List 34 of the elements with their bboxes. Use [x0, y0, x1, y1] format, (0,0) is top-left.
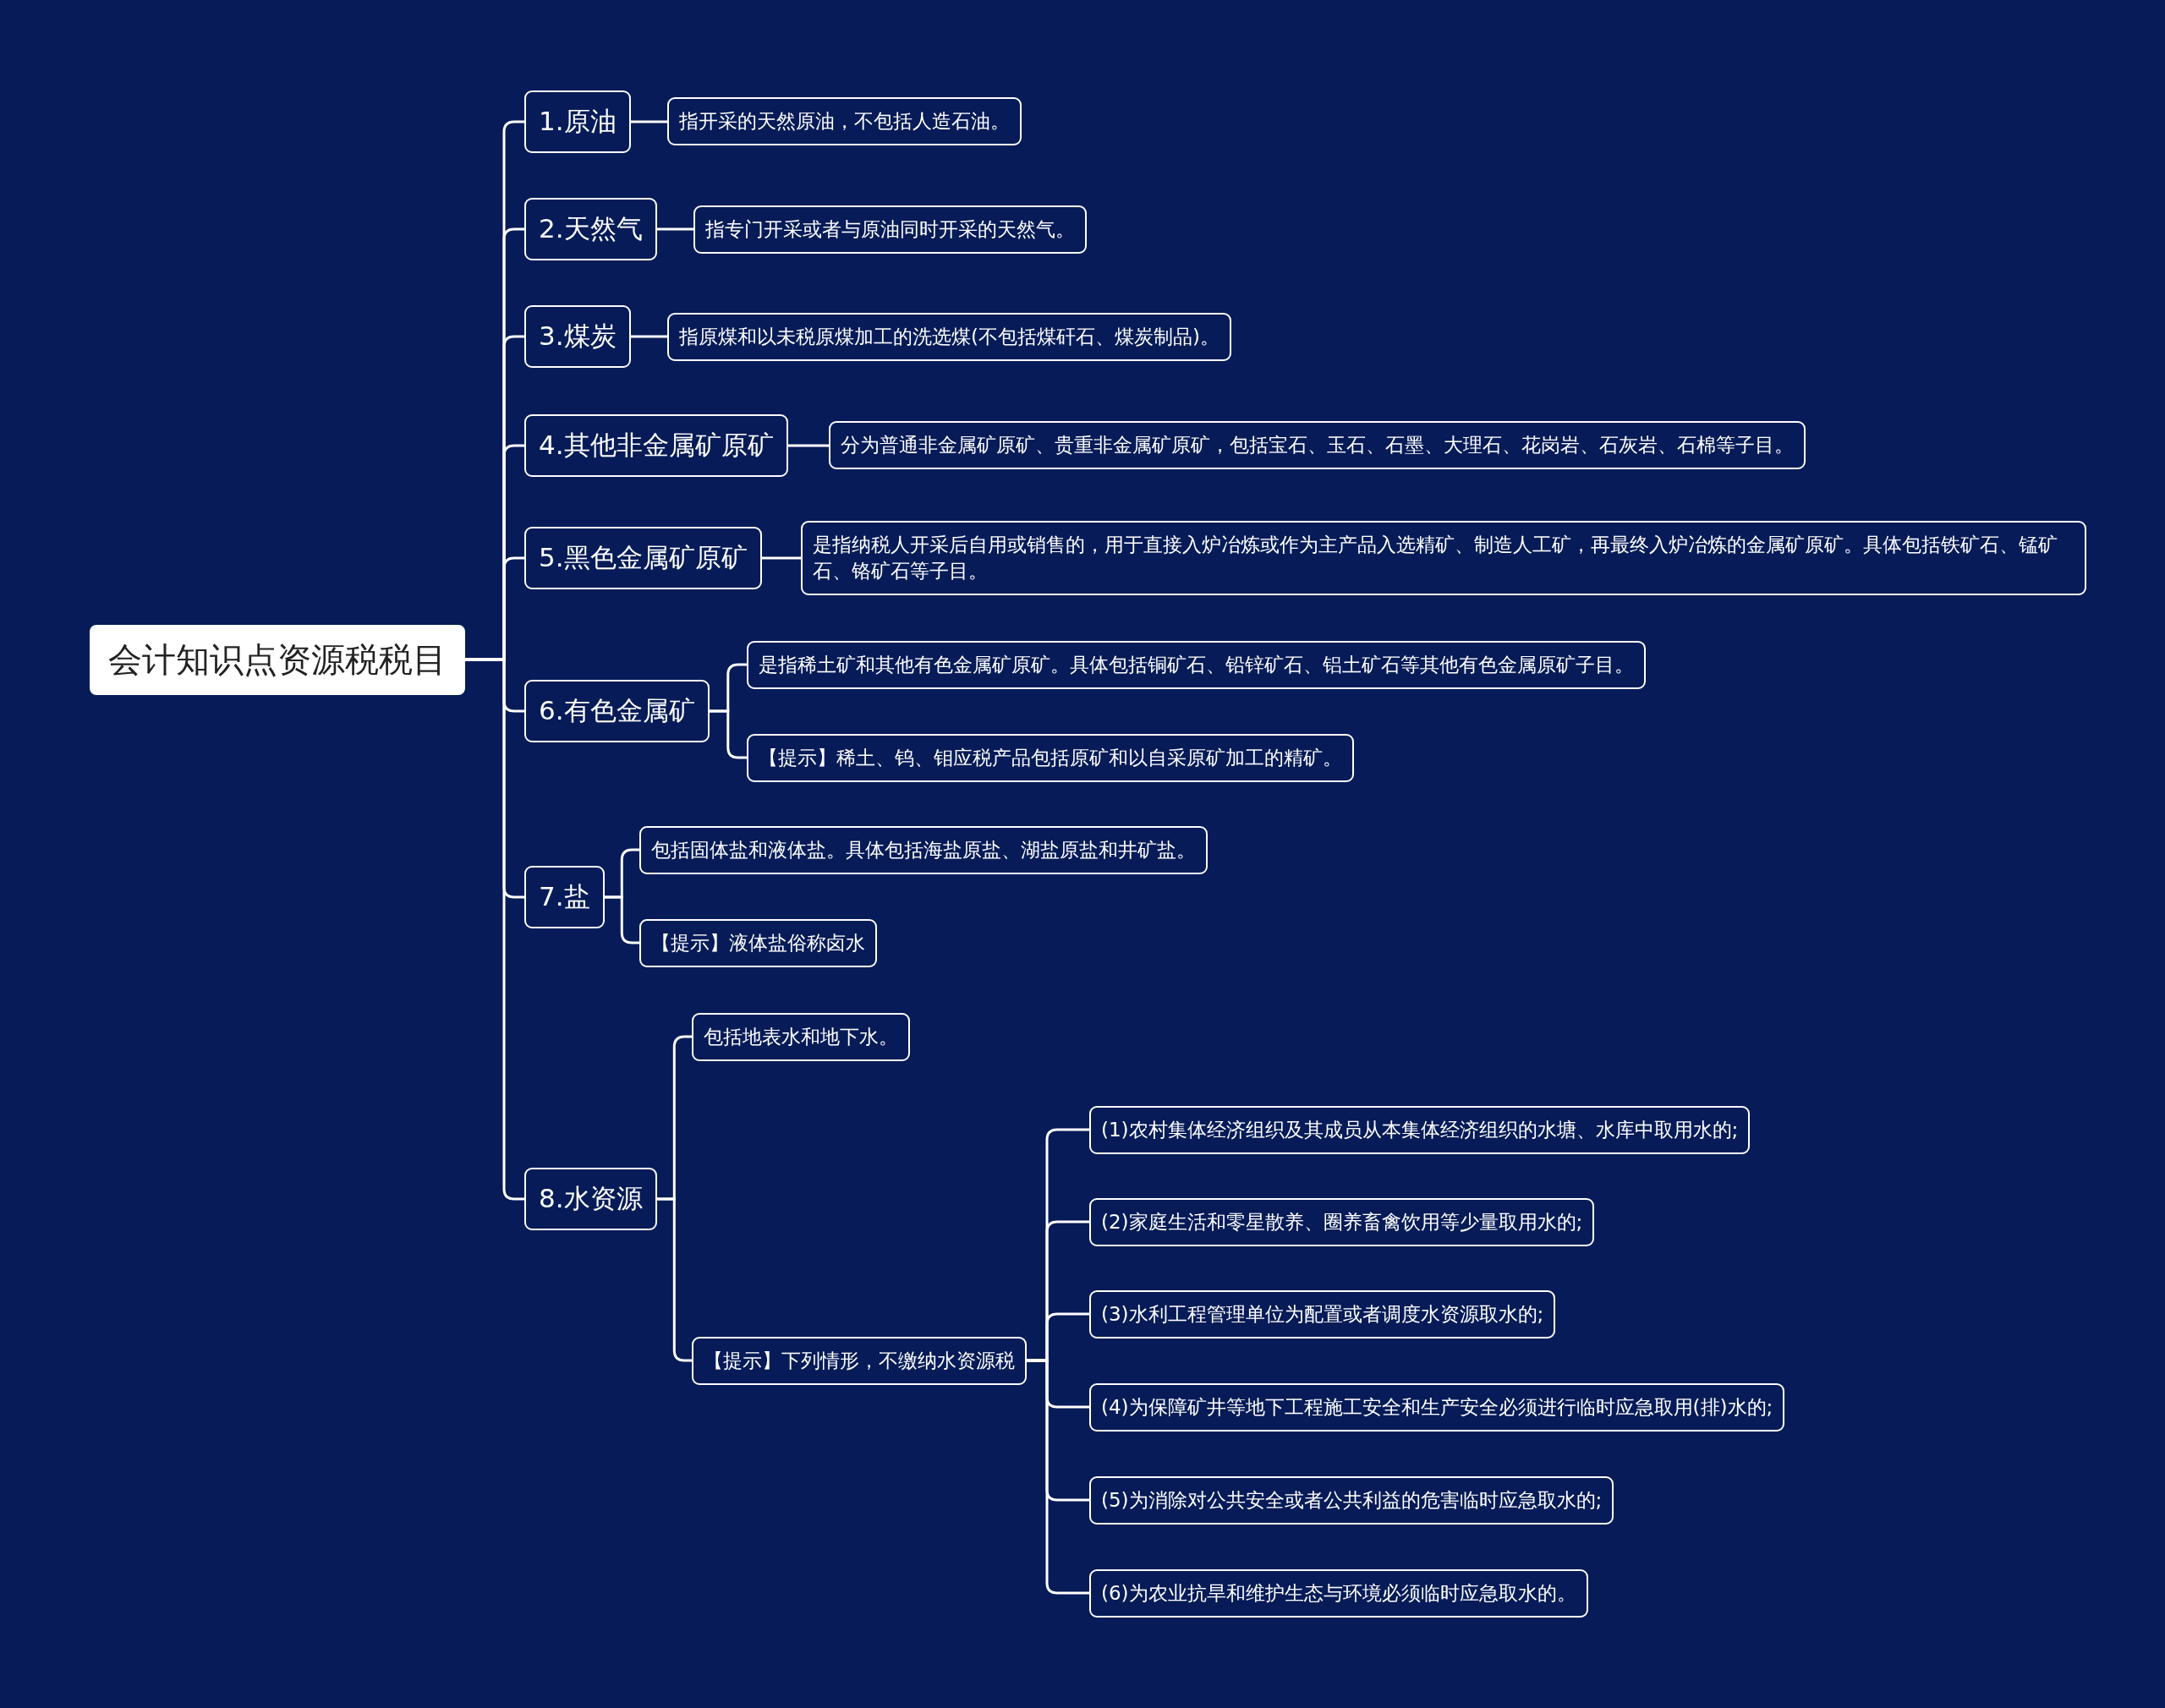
- detail-box: 分为普通非金属矿原矿、贵重非金属矿原矿，包括宝石、玉石、石墨、大理石、花岗岩、石灰岩、石棉等子目。: [829, 420, 1806, 469]
- connector-line: [709, 709, 747, 759]
- branch-topic: 8.水资源: [524, 1168, 657, 1230]
- connector-line: [604, 895, 639, 944]
- detail-box: (6)为农业抗旱和维护生态与环境必须临时应急取水的。: [1089, 1568, 1588, 1618]
- detail-box: 【提示】液体盐俗称卤水: [639, 918, 877, 967]
- detail-box: 包括固体盐和液体盐。具体包括海盐原盐、湖盐原盐和井矿盐。: [639, 825, 1208, 874]
- detail-box: (3)水利工程管理单位为配置或者调度水资源取水的;: [1089, 1289, 1556, 1338]
- branch-topic: 6.有色金属矿: [524, 680, 710, 742]
- detail-box: 是指稀土矿和其他有色金属矿原矿。具体包括铜矿石、铅锌矿石、铝土矿石等其他有色金属原矿子目。: [747, 640, 1646, 689]
- branch-topic: 2.天然气: [524, 198, 657, 260]
- connector-line: [761, 556, 801, 560]
- detail-box: 指原煤和以未税原煤加工的洗选煤(不包括煤矸石、煤炭制品)。: [667, 312, 1231, 361]
- detail-box: (4)为保障矿井等地下工程施工安全和生产安全必须进行临时应急取用(排)水的;: [1089, 1382, 1785, 1432]
- branch-topic: 5.黑色金属矿原矿: [524, 527, 762, 589]
- branch-topic: 3.煤炭: [524, 305, 631, 368]
- root-topic: 会计知识点资源税税目: [90, 624, 465, 695]
- branch-topic: 1.原油: [524, 90, 631, 153]
- detail-box: (1)农村集体经济组织及其成员从本集体经济组织的水塘、水库中取用水的;: [1089, 1105, 1751, 1154]
- connector-line: [656, 227, 693, 231]
- detail-box: (2)家庭生活和零星散养、圈养畜禽饮用等少量取用水的;: [1089, 1197, 1595, 1246]
- connector-line: [630, 335, 667, 338]
- detail-box: 包括地表水和地下水。: [692, 1012, 910, 1061]
- detail-box: 【提示】稀土、钨、钼应税产品包括原矿和以自采原矿加工的精矿。: [747, 733, 1354, 782]
- connector-line: [656, 1197, 692, 1362]
- detail-box: (5)为消除对公共安全或者公共利益的危害临时应急取水的;: [1089, 1475, 1614, 1525]
- connector-line: [630, 120, 667, 123]
- detail-box: 【提示】下列情形，不缴纳水资源税: [692, 1336, 1027, 1385]
- detail-box: 是指纳税人开采后自用或销售的，用于直接入炉冶炼或作为主产品入选精矿、制造人工矿，再最终入炉冶炼的金属矿原矿。具体包括铁矿石、锰矿石、铬矿石等子目。: [801, 521, 2086, 596]
- connector-line: [787, 444, 829, 447]
- detail-box: 指开采的天然原油，不包括人造石油。: [667, 96, 1022, 145]
- branch-topic: 7.盐: [524, 866, 605, 928]
- branch-topic: 4.其他非金属矿原矿: [524, 414, 788, 477]
- detail-box: 指专门开采或者与原油同时开采的天然气。: [693, 205, 1087, 254]
